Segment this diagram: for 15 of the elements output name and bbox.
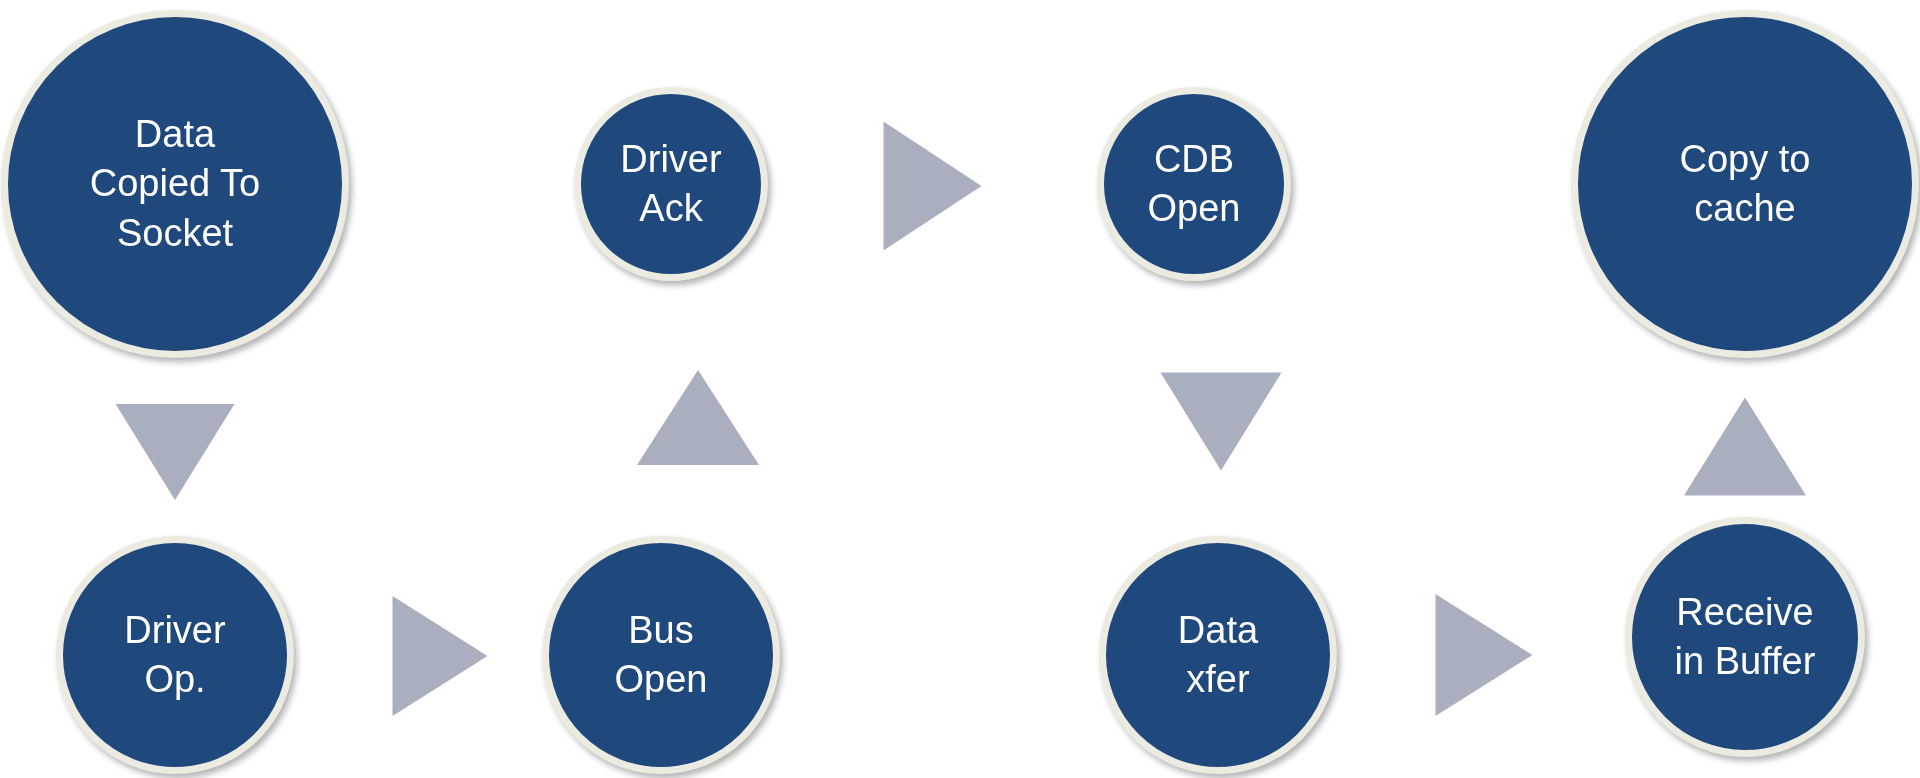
arrow	[1160, 372, 1282, 471]
step-label: Copy to cache	[1678, 136, 1812, 231]
arrow	[1435, 594, 1533, 716]
arrow	[883, 121, 982, 251]
step-label: Bus Open	[613, 607, 709, 702]
arrow	[637, 370, 759, 465]
arrow	[392, 596, 488, 716]
arrow	[1684, 397, 1806, 496]
step-label: Driver Ack	[619, 136, 723, 231]
step-label: Data Copied To Socket	[88, 111, 262, 256]
arrow	[115, 404, 235, 500]
step-label: Driver Op.	[123, 607, 227, 702]
step-label: Receive in Buffer	[1673, 589, 1817, 684]
step-label: CDB Open	[1146, 136, 1242, 231]
step-label: Data xfer	[1176, 607, 1260, 702]
